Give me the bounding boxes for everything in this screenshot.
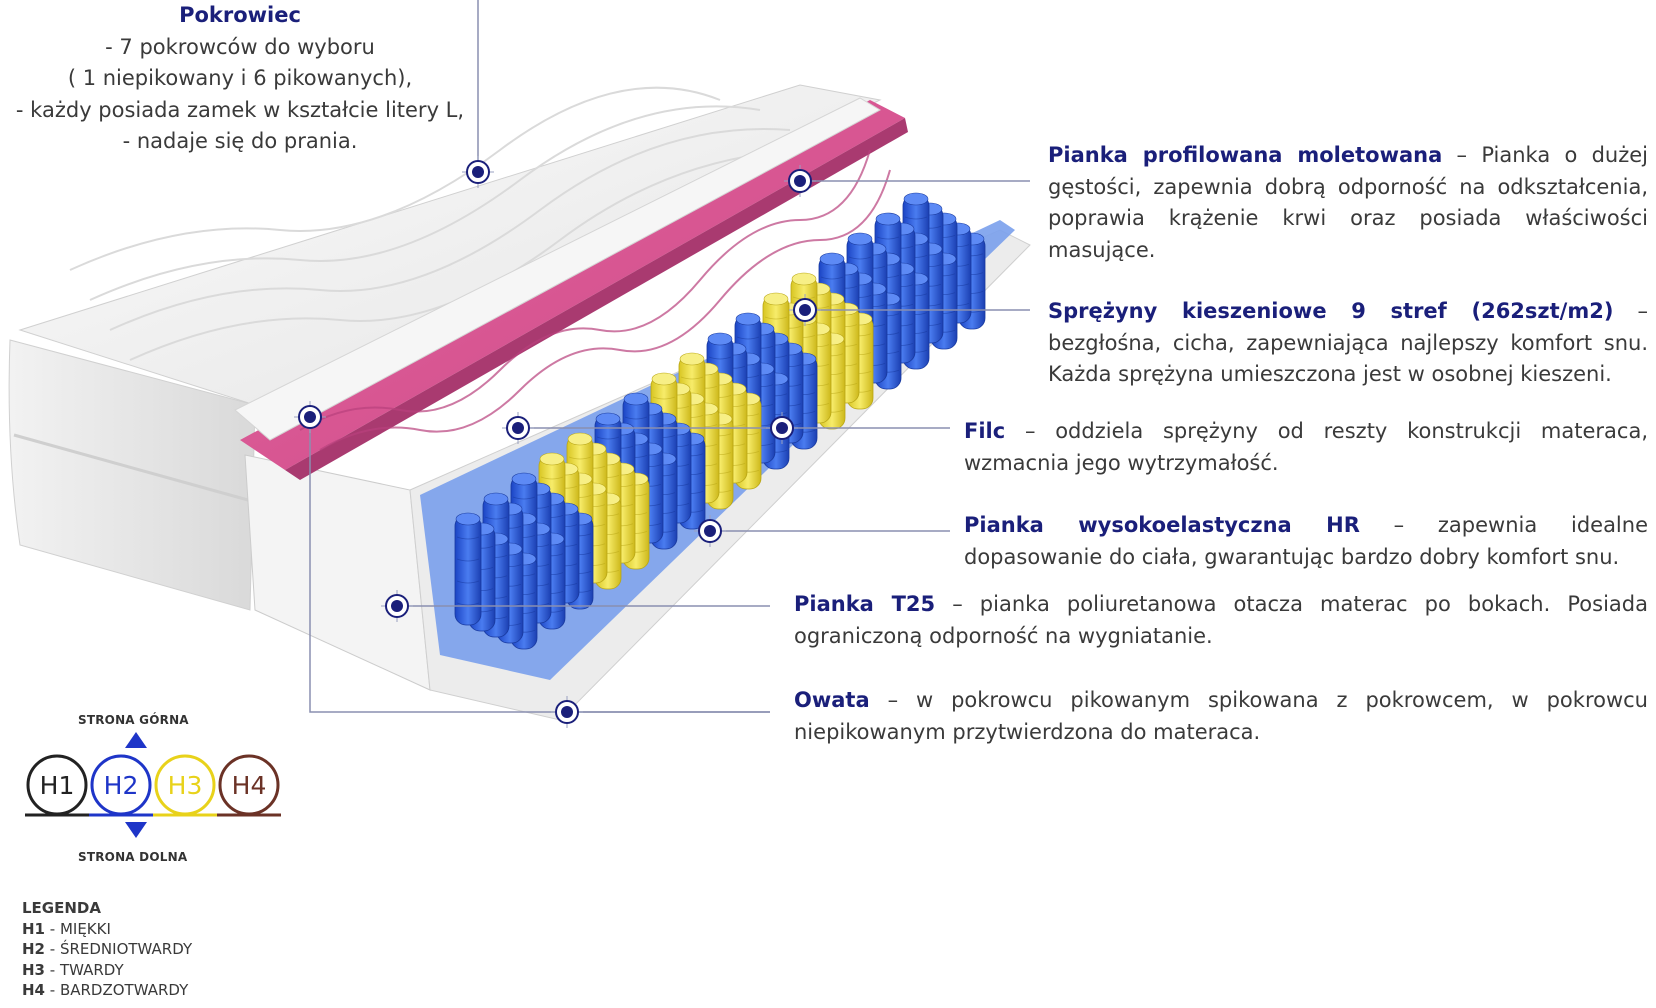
callout-wadding: Owata – w pokrowcu pikowanym spikowana z… [794,685,1648,748]
hardness-level-label: H3 [168,771,203,800]
hardness-level-h4: H4 [217,754,281,817]
cover-description: Pokrowiec - 7 pokrowców do wyboru ( 1 ni… [0,0,480,158]
callout-pocket-springs: Sprężyny kieszeniowe 9 stref (262szt/m2)… [1048,296,1648,391]
arrow-up-icon [125,732,147,748]
cover-line: ( 1 niepikowany i 6 pikowanych), [67,66,413,90]
legend-item: H2 - ŚREDNIOTWARDY [22,939,192,960]
callout-text: – bezgłośna, cicha, zapewniająca najleps… [1048,299,1648,386]
layer-marker-icon [694,515,726,547]
legend-key: H4 [22,981,45,999]
t25-foam-side [244,454,431,691]
cover-quilt-waves [69,86,821,361]
callout-title: Filc [964,419,1006,443]
layer-marker-icon [502,412,534,444]
callout-text: – pianka poliuretanowa otacza materac po… [794,592,1648,648]
legend-value: - ŚREDNIOTWARDY [45,940,193,958]
legend-key: H1 [22,919,45,938]
arrow-down-icon [125,822,147,838]
legend: LEGENDA H1 - MIĘKKI H2 - ŚREDNIOTWARDY H… [22,898,192,1001]
legend-value: - TWARDY [45,960,124,979]
legend-title: LEGENDA [22,899,101,917]
legend-value: - MIĘKKI [45,919,111,938]
hardness-level-h3: H3 [153,754,217,817]
callout-title: Pianka T25 [794,592,936,616]
legend-item: H3 - TWARDY [22,960,192,981]
connector-lines [309,0,1030,713]
layer-markers [294,156,821,728]
layer-marker-icon [462,156,494,188]
legend-key: H3 [22,960,45,979]
hardness-top-label: STRONA GÓRNA [78,713,189,727]
callout-hr-foam: Pianka wysokoelastyczna HR – zapewnia id… [964,510,1648,573]
hardness-level-label: H4 [232,771,267,800]
hardness-level-h1: H1 [25,754,89,817]
callout-felt: Filc – oddziela sprężyny od reszty konst… [964,416,1648,479]
callout-title: Sprężyny kieszeniowe 9 stref (262szt/m2) [1048,299,1614,323]
hardness-level-h2: H2 [89,754,153,817]
cover-title: Pokrowiec [179,3,301,27]
hardness-level-label: H1 [40,771,75,800]
layer-marker-icon [784,165,816,197]
legend-item: H4 - BARDZOTWARDY [22,980,192,1001]
layer-marker-icon [766,412,798,444]
callout-text: – oddziela sprężyny od reszty konstrukcj… [964,419,1648,475]
hardness-level-label: H2 [104,771,139,800]
legend-key: H2 [22,940,45,958]
foam-profile-waves [299,149,891,451]
cover-line: - każdy posiada zamek w kształcie litery… [15,97,465,122]
legend-value: - BARDZOTWARDY [45,981,189,999]
hardness-bottom-label: STRONA DOLNA [78,850,188,864]
cover-line: - 7 pokrowców do wyboru [105,34,375,59]
callout-profiled-foam: Pianka profilowana moletowana – Pianka o… [1048,140,1648,266]
callout-title: Owata [794,688,870,712]
spring-coil [454,512,482,626]
layer-marker-icon [294,401,326,433]
callout-text: – Pianka o dużej gęstości, zapewnia dobr… [1048,143,1649,262]
callout-text: – w pokrowcu pikowanym spikowana z pokro… [794,688,1648,744]
legend-item: H1 - MIĘKKI [22,919,192,940]
profiled-foam [240,100,905,470]
callout-text: – zapewnia idealne dopasowanie do ciała,… [964,513,1649,569]
hardness-scale: H1 H2 H3 H4 [25,732,281,838]
callout-title: Pianka wysokoelastyczna HR [964,513,1360,537]
pocket-springs [454,192,986,650]
cover-line: - nadaje się do prania. [122,129,358,153]
callout-title: Pianka profilowana moletowana [1048,143,1443,167]
layer-marker-icon [551,696,583,728]
cover-front [8,339,256,611]
layer-marker-icon [789,294,821,326]
layer-marker-icon [381,590,413,622]
callout-t25-foam: Pianka T25 – pianka poliuretanowa otacza… [794,589,1648,652]
